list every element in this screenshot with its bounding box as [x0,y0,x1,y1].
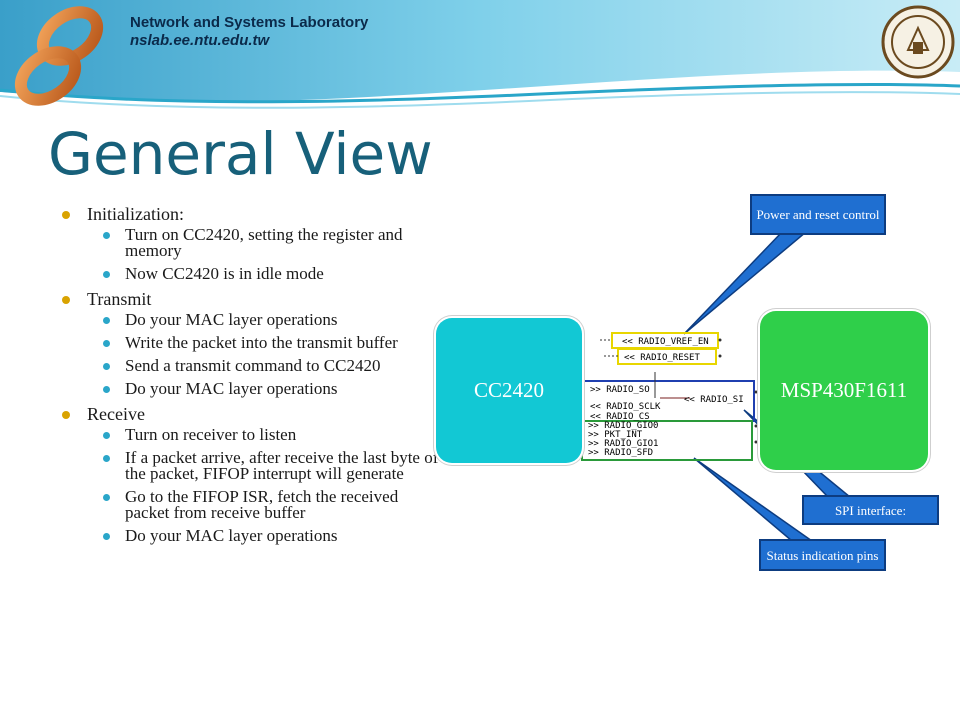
chip-msp430f1611: MSP430F1611 [760,311,928,470]
chip-cc2420: CC2420 [436,318,582,463]
pin-label-si: << RADIO_SI [684,395,744,405]
sub-bullet: Turn on receiver to listen [87,426,440,443]
sub-bullet: Turn on CC2420, setting the register and… [87,226,440,259]
bullet-initialization: Initialization: Turn on CC2420, setting … [60,204,440,282]
pin-label-cs: << RADIO_CS [590,412,650,422]
pin-label-gio1: >> RADIO_GIO1 [588,439,658,449]
pin-label-pktint: >> PKT_INT [588,430,643,440]
infinity-logo-icon [14,6,104,106]
slide-title: General View [48,120,433,188]
pin-label-vref: << RADIO_VREF_EN [622,337,709,347]
bullet-label: Initialization: [87,204,184,224]
bullet-transmit: Transmit Do your MAC layer operations Wr… [60,289,440,397]
sub-bullet: Write the packet into the transmit buffe… [87,334,440,351]
bullet-label: Transmit [87,289,152,309]
university-seal-icon [881,5,955,79]
callout-status-pointer [693,457,815,542]
bullet-receive: Receive Turn on receiver to listen If a … [60,404,440,544]
sub-bullet: If a packet arrive, after receive the la… [87,449,440,482]
sub-bullet: Do your MAC layer operations [87,527,440,544]
sub-bullet: Do your MAC layer operations [87,380,440,397]
bullet-list: Initialization: Turn on CC2420, setting … [60,204,440,551]
pin-label-so: >> RADIO_SO [590,385,650,395]
callout-status-pins: Status indication pins [759,539,886,571]
sub-bullet: Go to the FIFOP ISR, fetch the received … [87,488,440,521]
bullet-label: Receive [87,404,145,424]
callout-power-reset: Power and reset control [750,194,886,235]
lab-name: Network and Systems Laboratory [130,14,369,31]
pin-label-sfd: >> RADIO_SFD [588,448,653,458]
sub-bullet: Now CC2420 is in idle mode [87,265,440,282]
header-swoosh [0,0,960,130]
sub-bullet: Send a transmit command to CC2420 [87,357,440,374]
pin-label-reset: << RADIO_RESET [624,353,700,363]
lab-url: nslab.ee.ntu.edu.tw [130,32,270,49]
pin-label-gio0: >> RADIO_GIO0 [588,421,658,431]
status-pin-box [581,420,753,461]
sub-bullet: Do your MAC layer operations [87,311,440,328]
callout-spi-interface: SPI interface: [802,495,939,525]
pin-label-sclk: << RADIO_SCLK [590,402,661,412]
